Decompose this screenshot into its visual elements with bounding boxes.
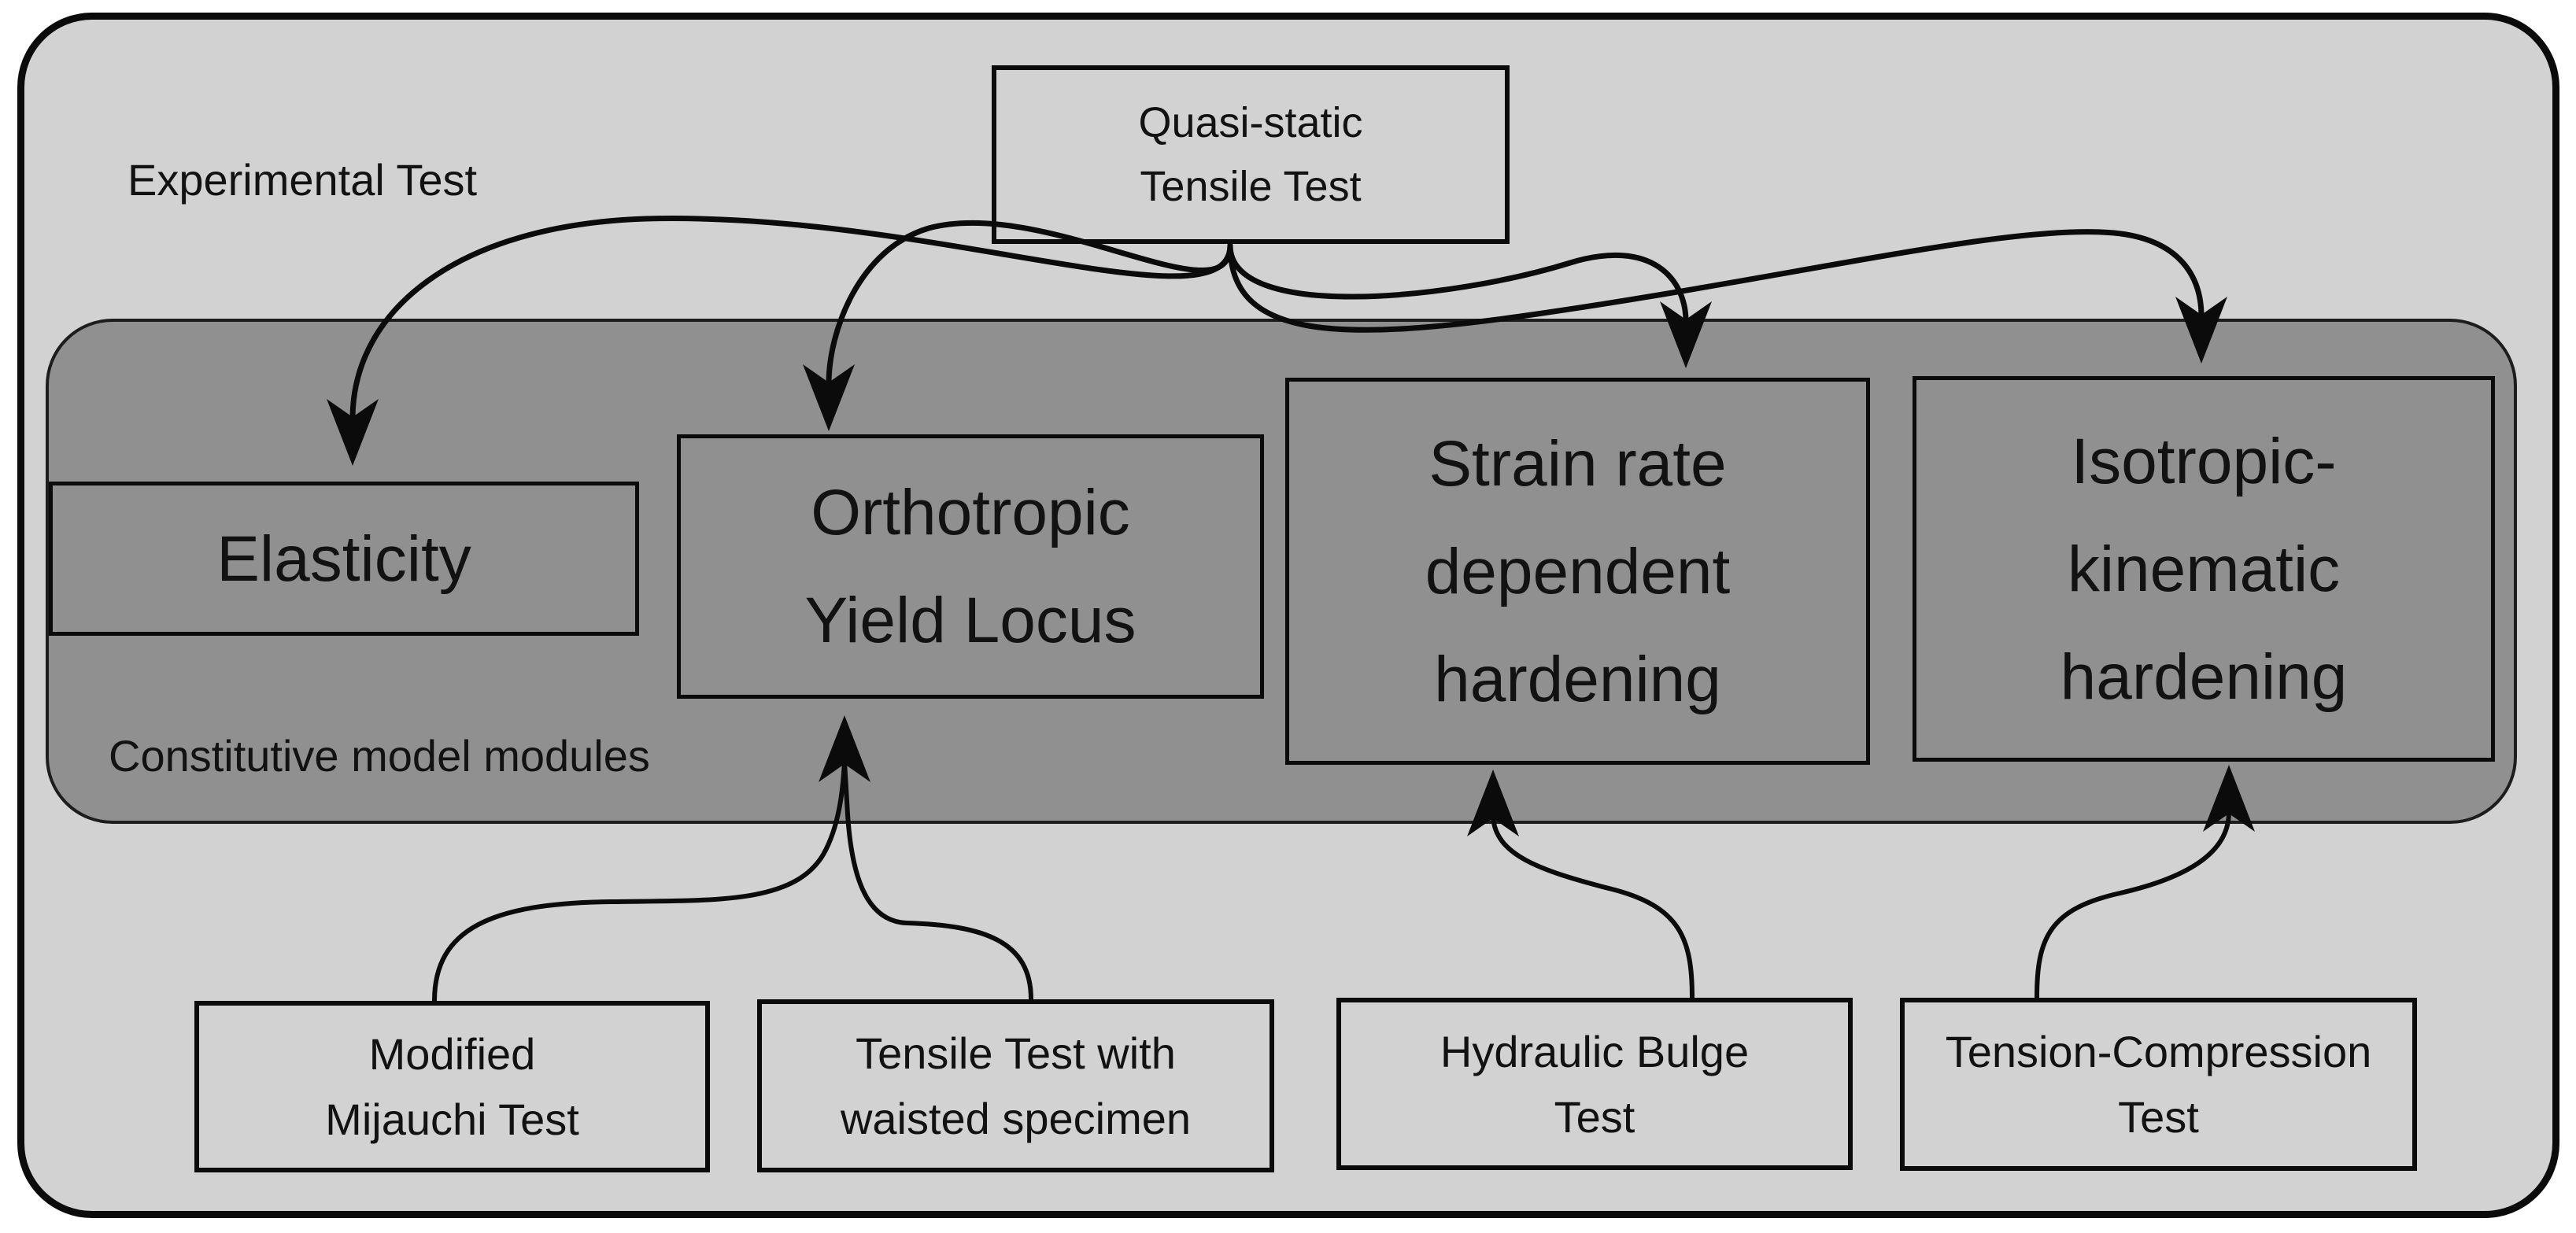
node-label-line: Mijauchi Test	[325, 1095, 579, 1144]
node-orthotropic-yield-locus: Orthotropic Yield Locus	[677, 434, 1264, 699]
arrowhead-iso-kinematic-top	[2175, 297, 2227, 364]
constitutive-model-region	[46, 319, 2517, 824]
node-label-line: Test	[1554, 1091, 1635, 1142]
node-quasi-static-tensile-test: Quasi-static Tensile Test	[992, 65, 1510, 244]
node-label-line: Isotropic-	[2071, 425, 2337, 497]
node-label-line: Quasi-static	[1138, 98, 1363, 146]
node-label-line: Modified	[368, 1029, 536, 1079]
edge-bulge-to-strain-rate	[1491, 814, 1695, 1000]
node-label-line: Hydraulic Bulge	[1440, 1026, 1750, 1076]
node-label-line: Yield Locus	[804, 585, 1136, 656]
node-label-line: waisted specimen	[840, 1094, 1192, 1143]
node-modified-mijauchi-test: Modified Mijauchi Test	[194, 1001, 710, 1172]
edge-quasi-to-orthotropic	[826, 220, 1233, 387]
edge-mijauchi-to-orthotropic	[432, 759, 847, 1003]
edge-quasi-to-iso-kinematic	[1227, 229, 2205, 333]
node-tension-compression-test: Tension-Compression Test	[1900, 998, 2417, 1171]
node-label-line: hardening	[1434, 643, 1721, 715]
node-label-line: hardening	[2060, 640, 2348, 713]
edge-waisted-to-orthotropic	[842, 759, 1033, 1002]
arrowhead-iso-kinematic-bottom	[2203, 765, 2255, 832]
edge-quasi-to-elasticity	[349, 216, 1233, 422]
node-hydraulic-bulge-test: Hydraulic Bulge Test	[1336, 998, 1853, 1170]
arrowhead-elasticity	[327, 399, 379, 466]
arrowhead-orthotropic-bottom	[819, 715, 870, 782]
node-label-line: Strain rate	[1428, 427, 1727, 500]
node-label-line: kinematic	[2067, 533, 2341, 605]
node-strain-rate-dependent-hardening: Strain rate dependent hardening	[1285, 378, 1870, 765]
node-tensile-test-waisted-specimen: Tensile Test with waisted specimen	[757, 999, 1274, 1172]
node-elasticity: Elasticity	[49, 482, 639, 636]
arrowhead-strain-rate-top	[1660, 301, 1712, 368]
node-label-line: Tensile Test with	[856, 1028, 1176, 1078]
experimental-test-label: Experimental Test	[128, 155, 478, 205]
node-isotropic-kinematic-hardening: Isotropic- kinematic hardening	[1913, 376, 2495, 762]
arrowhead-strain-rate-bottom	[1467, 770, 1519, 836]
constitutive-model-modules-label: Constitutive model modules	[109, 731, 650, 781]
edge-quasi-to-strain-rate	[1227, 242, 1689, 324]
node-label-line: Tension-Compression	[1945, 1027, 2372, 1076]
node-label-line: Tensile Test	[1140, 162, 1362, 210]
node-label-line: Elasticity	[216, 522, 471, 595]
node-label-line: Orthotropic	[811, 477, 1130, 548]
edge-tension-compression-to-iso-kinematic	[2035, 810, 2231, 1000]
node-label-line: Test	[2118, 1092, 2199, 1142]
node-label-line: dependent	[1425, 535, 1731, 607]
arrowhead-orthotropic-top	[803, 364, 855, 431]
